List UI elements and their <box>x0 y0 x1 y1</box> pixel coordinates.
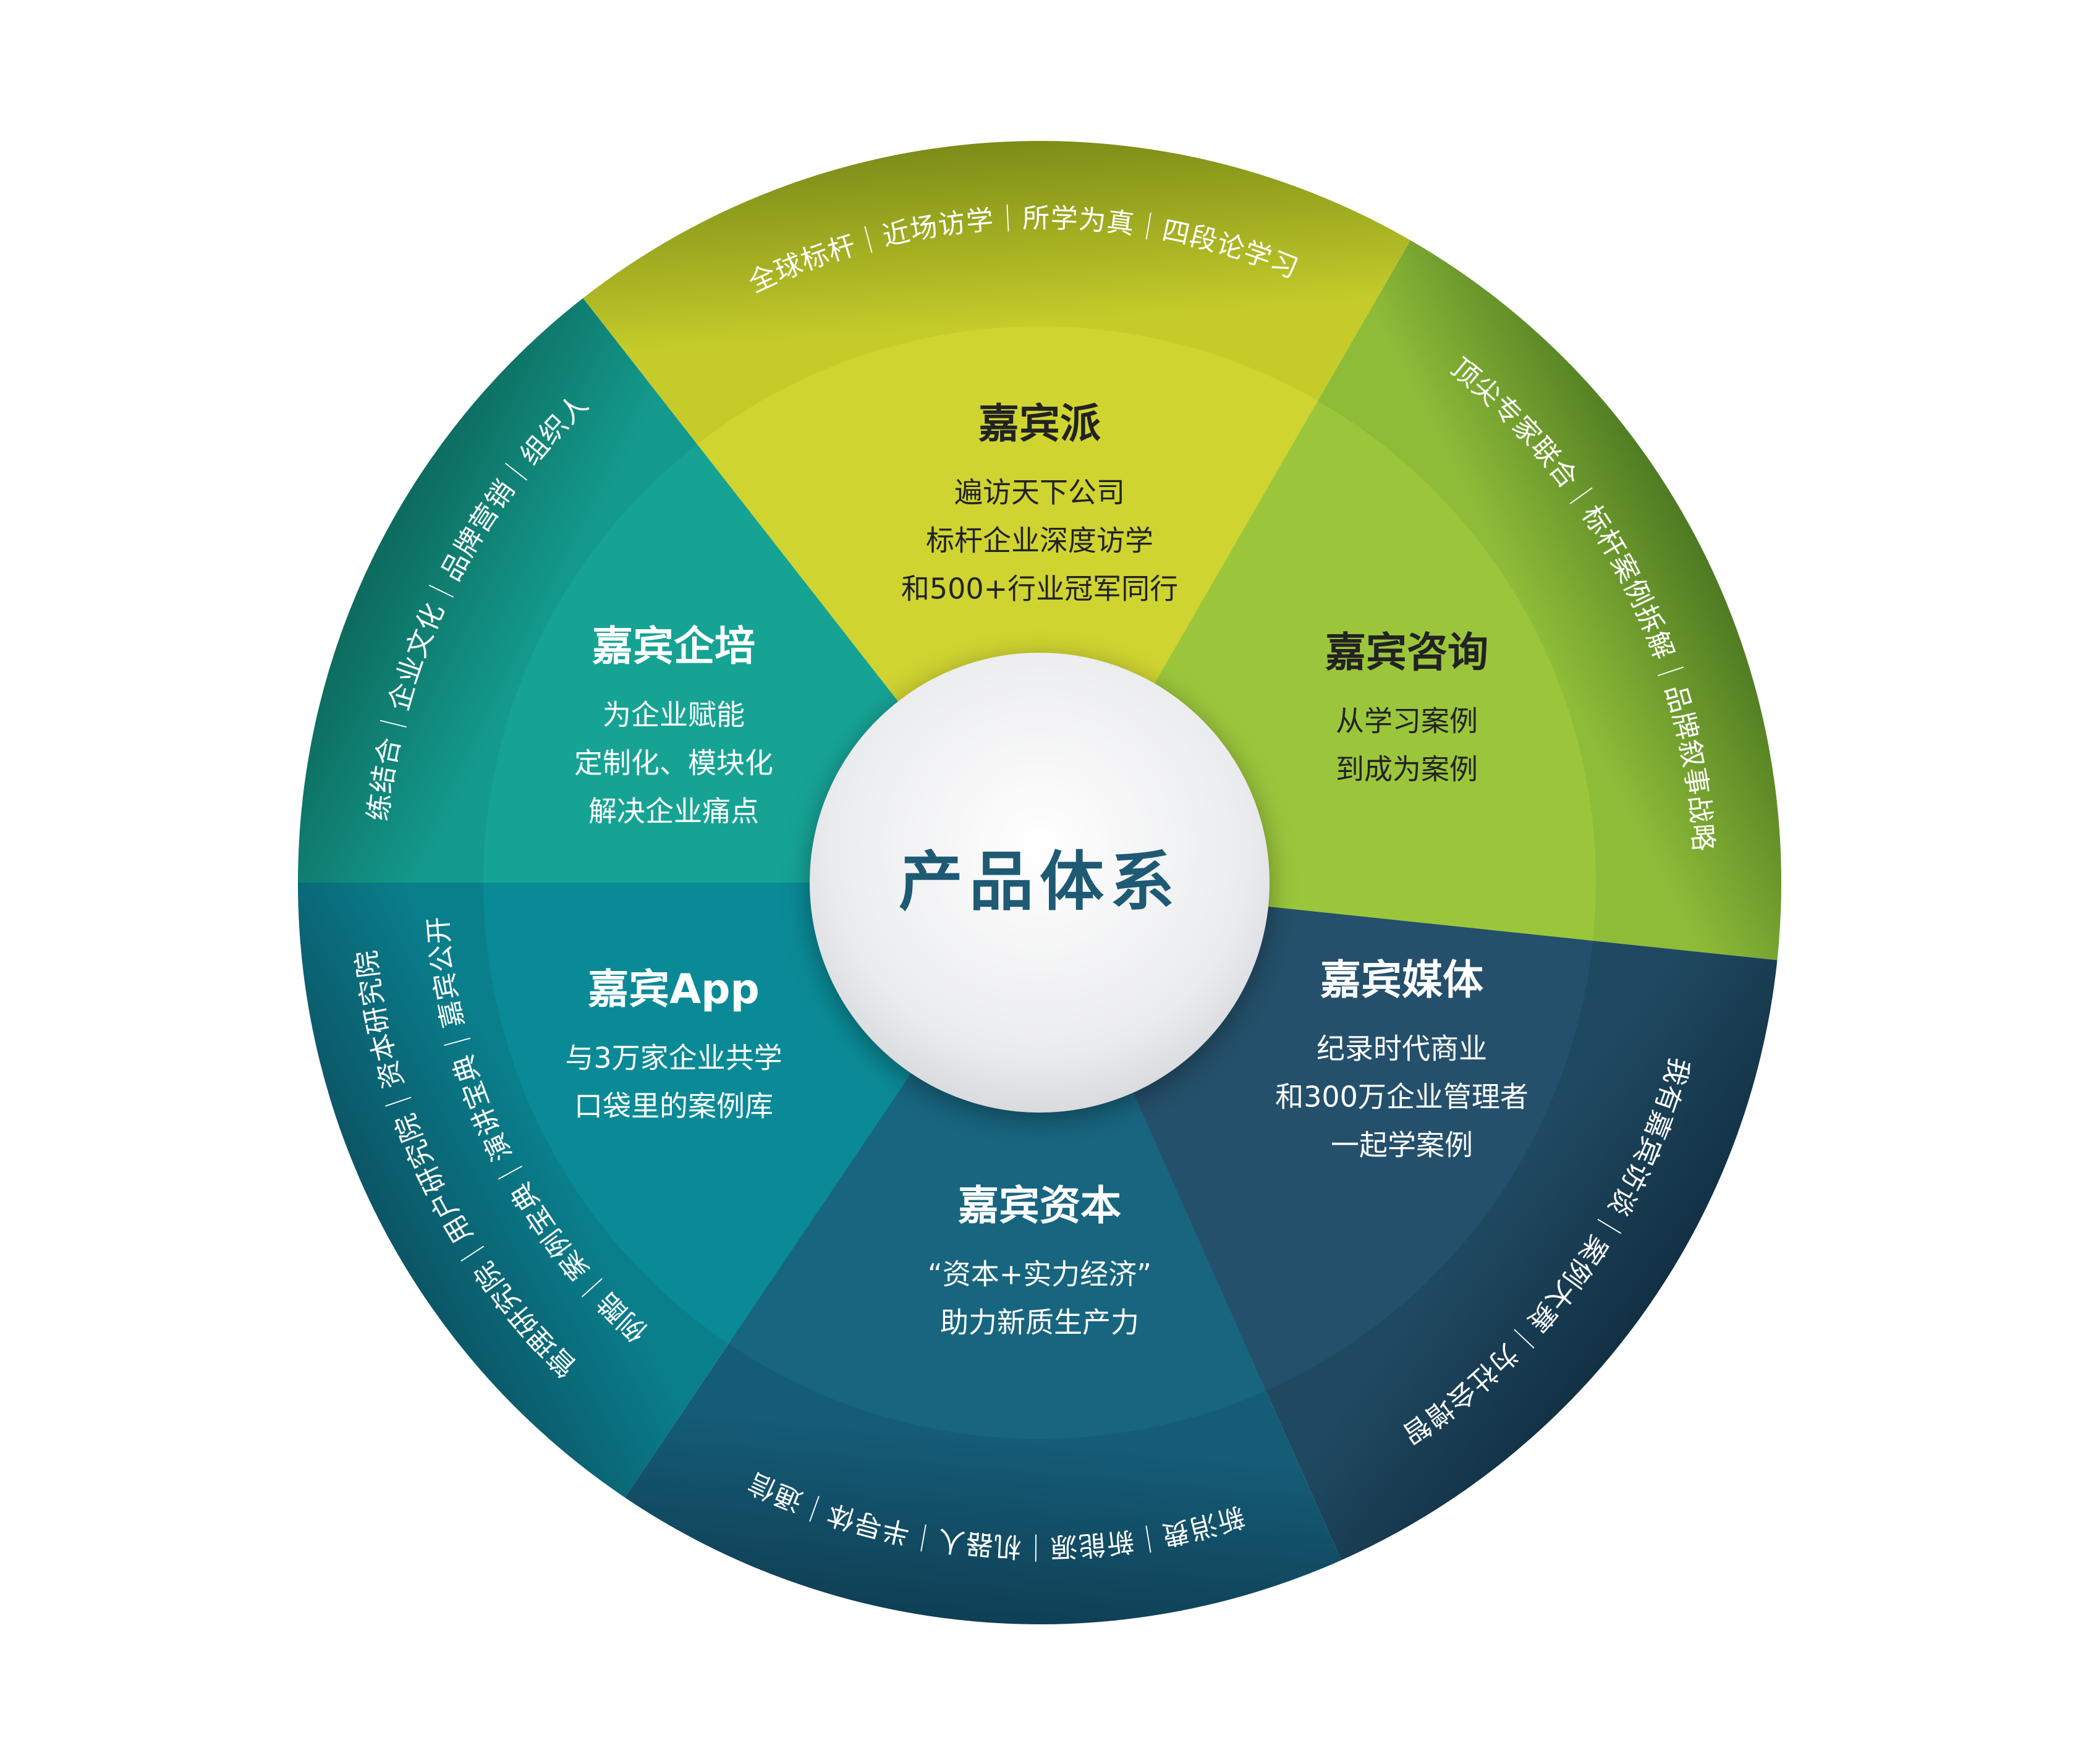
segment-line-pai: 遍访天下公司 <box>954 476 1125 509</box>
segment-title-qipei: 嘉宾企培 <box>592 622 755 670</box>
segment-line-pai: 和500+行业冠军同行 <box>901 572 1178 606</box>
segment-line-app: 口袋里的案例库 <box>574 1090 773 1123</box>
inner-segment-pai <box>697 326 1318 883</box>
segment-title-app: 嘉宾App <box>588 965 760 1013</box>
segment-line-meiti: 一起学案例 <box>1331 1129 1473 1162</box>
segment-line-zixun: 从学习案例 <box>1336 705 1478 738</box>
segment-title-meiti: 嘉宾媒体 <box>1320 956 1483 1004</box>
segment-title-pai: 嘉宾派 <box>978 400 1101 447</box>
segment-title-zixun: 嘉宾咨询 <box>1325 629 1488 676</box>
segment-line-ziben: 助力新质生产力 <box>940 1306 1139 1339</box>
center-title: 产品体系 <box>899 844 1181 919</box>
segment-title-ziben: 嘉宾资本 <box>958 1182 1121 1229</box>
center-hub: 产品体系 <box>810 653 1270 1113</box>
segment-line-meiti: 纪录时代商业 <box>1317 1032 1487 1066</box>
segment-line-meiti: 和300万企业管理者 <box>1275 1080 1529 1114</box>
segment-line-zixun: 到成为案例 <box>1336 753 1478 786</box>
center-circle <box>810 653 1270 1113</box>
segment-line-qipei: 为企业赋能 <box>603 698 745 732</box>
segment-line-app: 与3万家企业共学 <box>565 1041 782 1075</box>
segment-line-pai: 标杆企业深度访学 <box>926 524 1153 558</box>
inner-segment-ziben <box>728 883 1266 1439</box>
segment-line-ziben: “资本+实力经济” <box>928 1258 1151 1291</box>
segment-line-qipei: 定制化、模块化 <box>574 747 773 780</box>
segment-labels: 嘉宾派遍访天下公司标杆企业深度访学和500+行业冠军同行嘉宾咨询从学习案例到成为… <box>565 400 1529 1339</box>
segment-line-qipei: 解决企业痛点 <box>588 795 759 828</box>
